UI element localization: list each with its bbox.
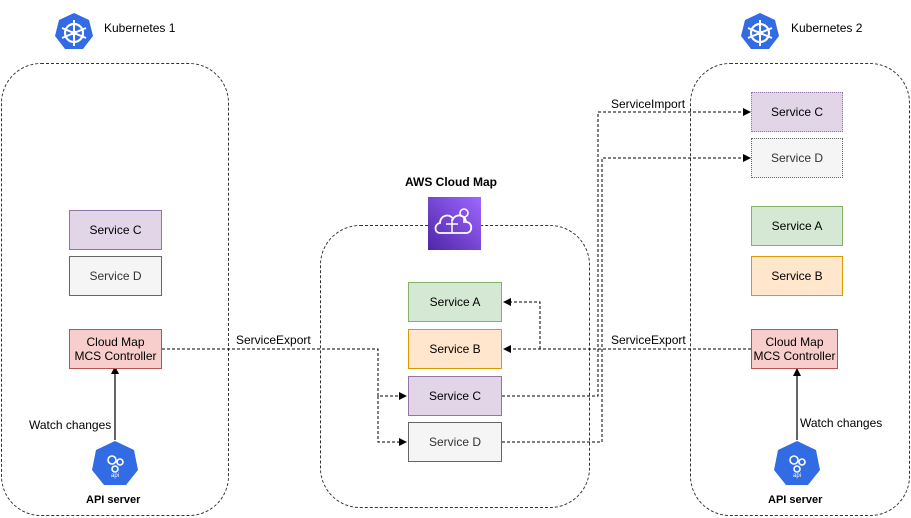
service-export-left-label: ServiceExport xyxy=(236,333,311,347)
export-left-to-d xyxy=(377,396,407,446)
kubernetes-api-icon: api xyxy=(772,440,822,486)
kubernetes-2-cluster xyxy=(690,63,910,516)
import-d xyxy=(502,154,751,443)
k8s1-watch-label: Watch changes xyxy=(29,418,112,432)
k8s1-mcs-controller: Cloud Map MCS Controller xyxy=(69,329,162,369)
api-badge-text: api xyxy=(110,473,119,479)
import-c xyxy=(502,108,751,397)
service-import-label: ServiceImport xyxy=(611,97,686,111)
kubernetes-2-title: Kubernetes 2 xyxy=(791,21,863,35)
kubernetes-api-icon: api xyxy=(90,440,140,486)
export-right-to-a xyxy=(503,298,541,349)
cloudmap-service-b: Service B xyxy=(408,329,502,369)
cloudmap-service-a: Service A xyxy=(408,282,502,322)
k8s2-service-c-imported: Service C xyxy=(751,92,843,132)
kubernetes-logo-icon xyxy=(740,12,780,52)
k8s2-api-server-label: API server xyxy=(768,494,823,506)
cloud-map-title: AWS Cloud Map xyxy=(405,175,497,189)
k8s1-service-c: Service C xyxy=(69,210,162,250)
aws-cloud-map-icon xyxy=(428,197,481,250)
kubernetes-1-title: Kubernetes 1 xyxy=(104,21,176,35)
kubernetes-logo-icon xyxy=(54,12,94,52)
k8s2-service-d-imported: Service D xyxy=(751,138,843,178)
k8s2-service-b: Service B xyxy=(751,256,843,296)
cloudmap-service-c: Service C xyxy=(408,376,502,416)
kubernetes-1-cluster xyxy=(1,63,229,516)
k8s1-api-server-label: API server xyxy=(86,494,141,506)
cloudmap-service-d: Service D xyxy=(408,422,502,462)
k8s1-service-d: Service D xyxy=(69,256,162,296)
api-badge-text: api xyxy=(792,473,801,479)
service-export-right-label: ServiceExport xyxy=(611,333,686,347)
k8s2-service-a: Service A xyxy=(751,206,843,246)
k8s2-mcs-controller: Cloud Map MCS Controller xyxy=(751,329,838,369)
k8s2-watch-label: Watch changes xyxy=(800,416,883,430)
export-left-to-c xyxy=(162,348,407,400)
